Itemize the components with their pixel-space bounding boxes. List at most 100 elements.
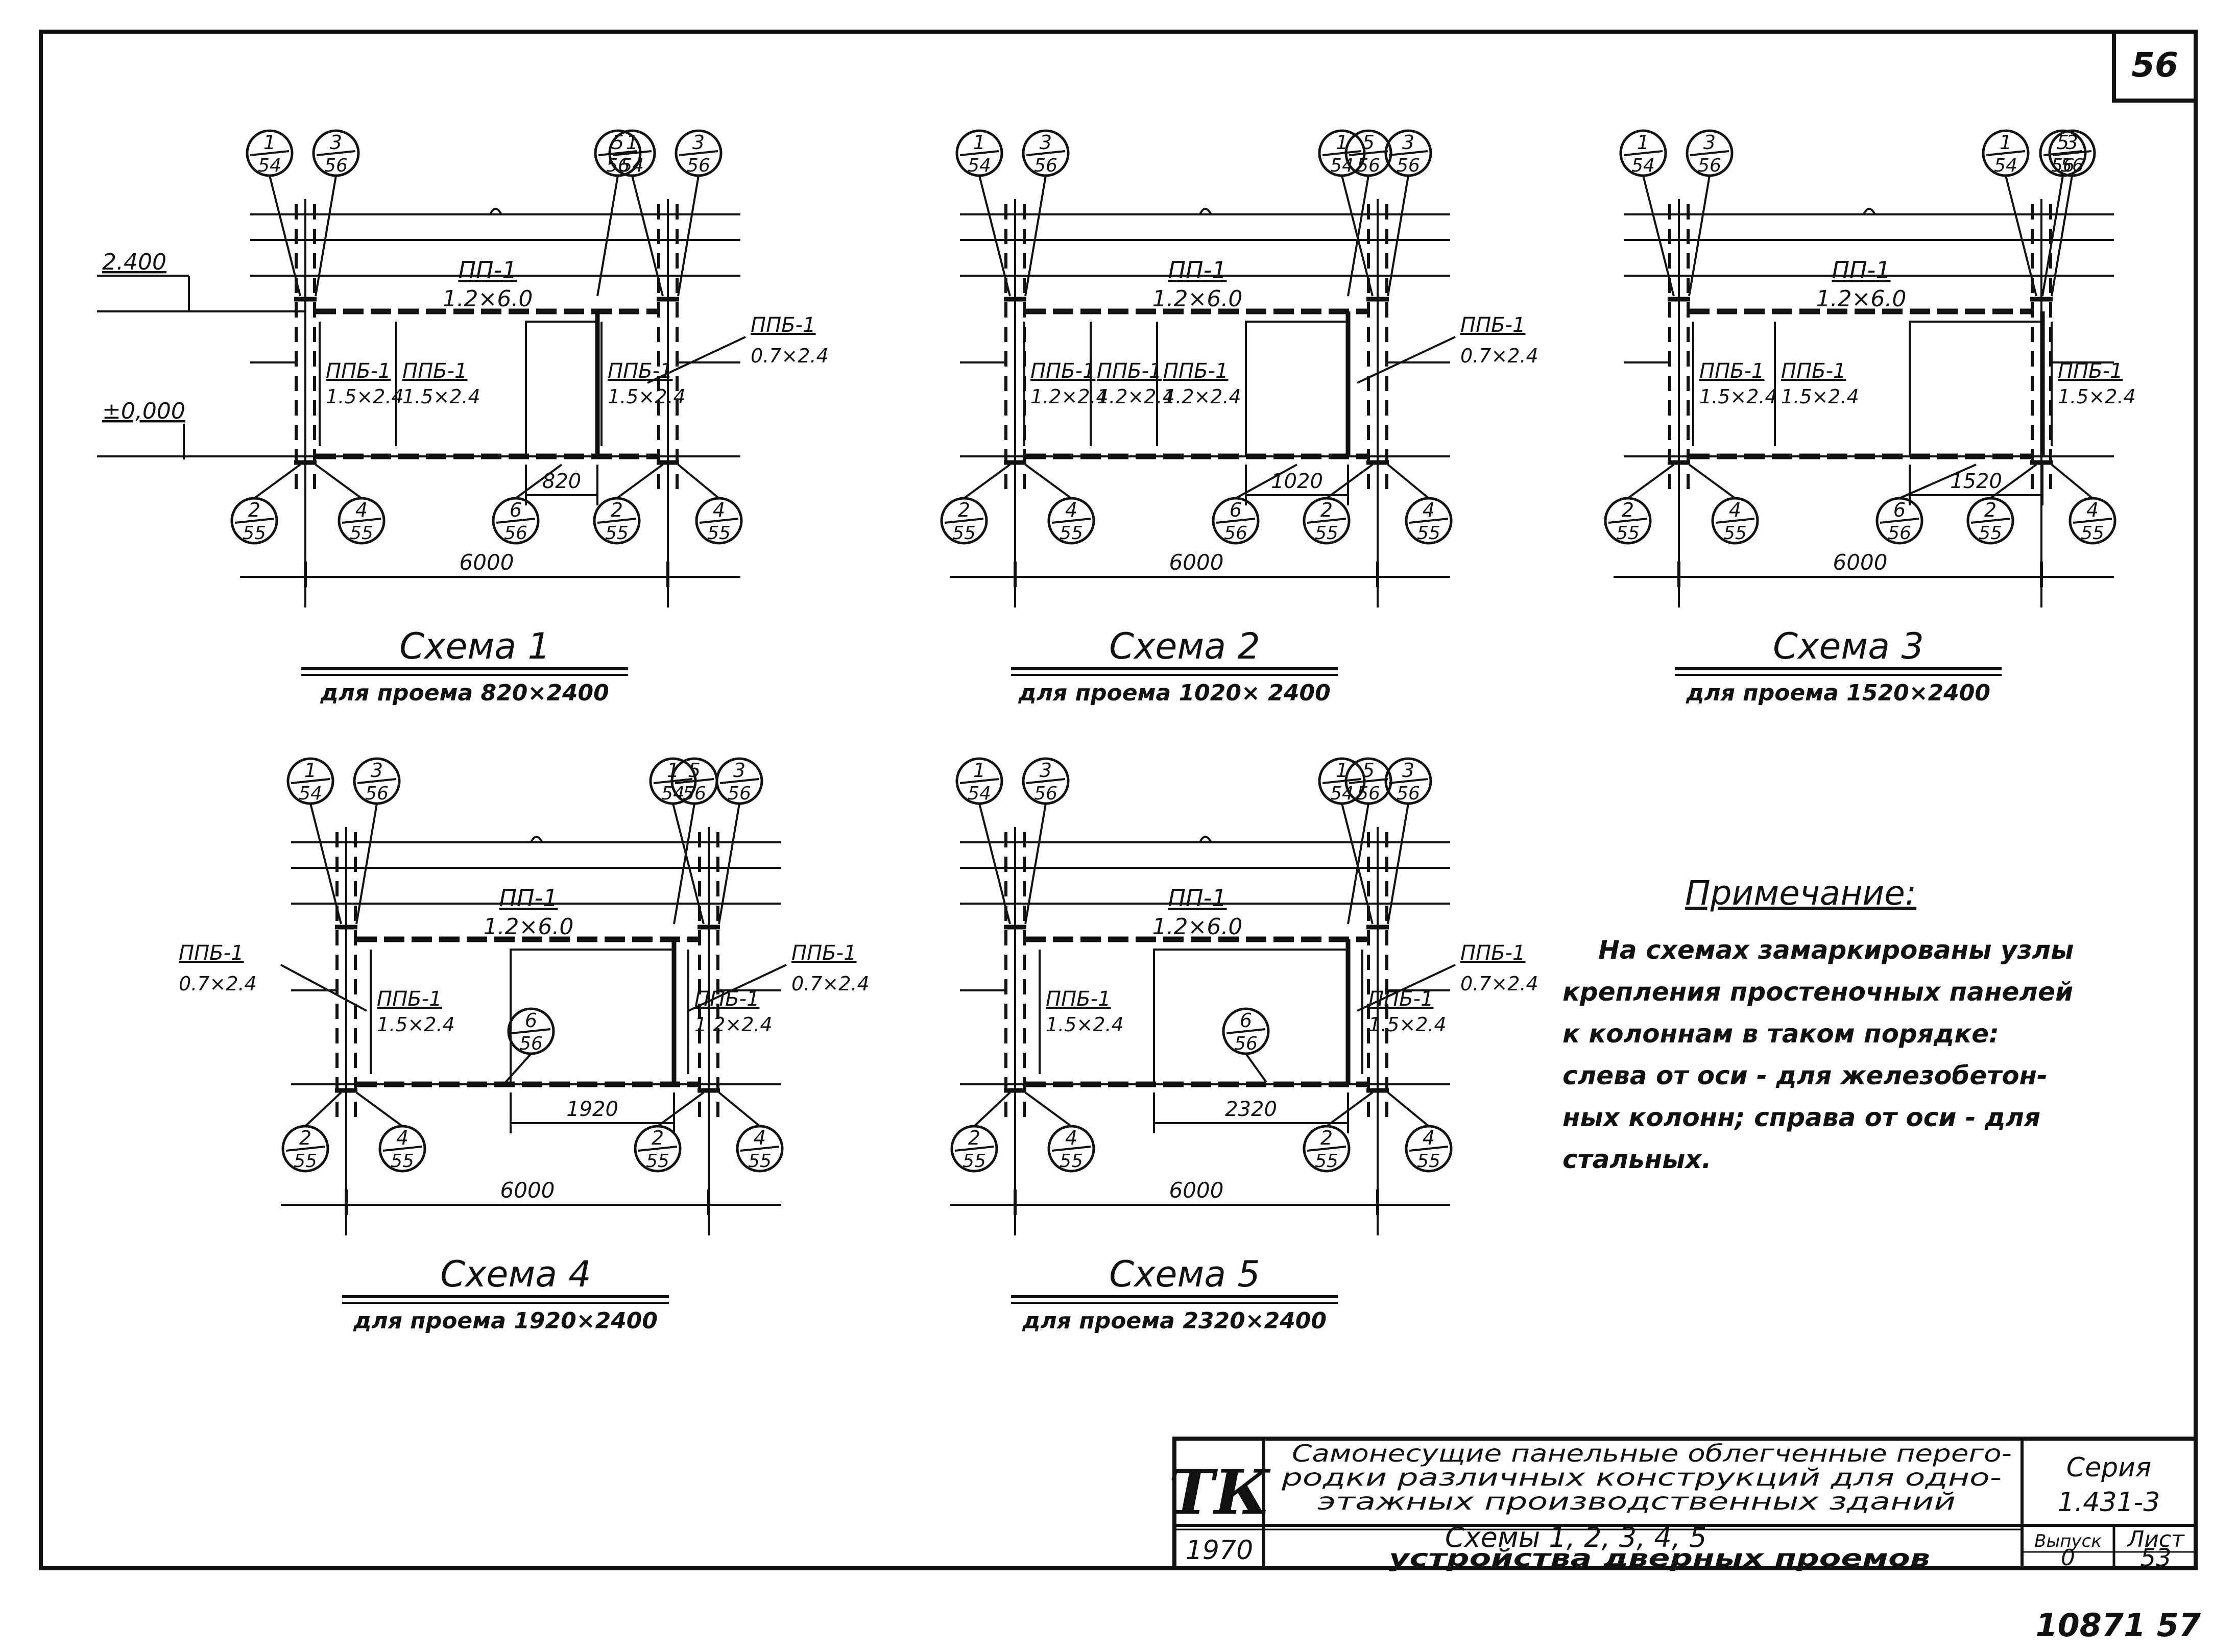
node-marker: 154: [1619, 129, 1667, 177]
node-sheet: 56: [1224, 523, 1247, 544]
leader-line: [978, 803, 1011, 925]
node-sheet: 55: [748, 1151, 772, 1172]
node-marker: 455: [338, 497, 386, 545]
side-panel-size: 0.7×2.4: [1460, 973, 1538, 995]
node-marker: 356: [1384, 757, 1432, 805]
year: 1970: [1186, 1535, 1253, 1566]
node-number: 4: [1423, 499, 1435, 521]
node-marker: 154: [246, 129, 294, 177]
side-panel-name: ППБ-1: [179, 941, 244, 965]
wall-panel-size: 1.5×2.4: [1781, 385, 1859, 408]
leader-line: [1357, 964, 1456, 1012]
issue-value: 0: [2061, 1545, 2075, 1571]
node-marker: 255: [950, 1125, 998, 1173]
node-marker: 255: [1604, 497, 1652, 545]
node-number: 6: [525, 1009, 537, 1032]
node-marker: 255: [1966, 497, 2014, 545]
scheme-title: Схема 5: [1109, 1253, 1260, 1295]
leader-line: [1326, 1091, 1374, 1127]
scheme-subtitle: для проема 1520×2400: [1686, 680, 1990, 706]
node-sheet: 56: [2060, 155, 2084, 176]
leader-line: [1688, 464, 1736, 499]
door-opening: [1245, 321, 1349, 457]
node-number: 2: [1622, 499, 1634, 521]
node-number: 4: [713, 499, 725, 521]
node-number: 4: [1065, 1127, 1077, 1149]
node-marker: 255: [230, 497, 278, 545]
elevation-top: 2.400: [102, 249, 166, 275]
node-number: 3: [2066, 131, 2078, 154]
node-number: 2: [299, 1127, 311, 1149]
leader-line: [1387, 464, 1430, 499]
node-number: 4: [396, 1127, 408, 1149]
leader-line: [2051, 464, 2094, 499]
node-marker: 356: [1686, 129, 1734, 177]
side-panel-name: ППБ-1: [751, 313, 815, 337]
scheme-title: Схема 3: [1773, 625, 1924, 667]
leader-line: [1024, 464, 1072, 499]
node-marker: 255: [940, 497, 988, 545]
node-number: 1: [304, 759, 317, 782]
wall-panel-size: 1.5×2.4: [1699, 385, 1777, 408]
node-sheet: 55: [605, 523, 629, 544]
leader-line: [596, 175, 619, 297]
leader-line: [973, 1091, 1011, 1127]
scheme-2: ПП-11.2×6.0ППБ-11.2×2.4ППБ-11.2×2.4ППБ-1…: [940, 129, 1538, 706]
node-sheet: 56: [1888, 523, 1911, 544]
leader-line: [515, 464, 563, 499]
node-number: 4: [2086, 499, 2099, 521]
node-marker: 255: [1303, 1125, 1351, 1173]
leader-line: [677, 464, 720, 499]
node-number: 6: [1240, 1009, 1252, 1032]
leader-line: [1642, 175, 1675, 297]
wall-panel-name: ППБ-1: [377, 987, 442, 1011]
side-panel-size: 0.7×2.4: [179, 973, 257, 995]
node-sheet: 56: [1698, 155, 1721, 176]
series-label: Серия: [2066, 1452, 2151, 1483]
sheet-title-line: Схемы 1, 2, 3, 4, 5: [1445, 1521, 1707, 1553]
elevation-bottom: ±0,000: [102, 398, 185, 424]
leader-line: [963, 464, 1011, 499]
scheme-3: ПП-11.2×6.0ППБ-11.5×2.4ППБ-11.5×2.4ППБ-1…: [1604, 129, 2136, 706]
node-marker: 656: [492, 497, 540, 545]
node-number: 3: [1040, 759, 1052, 782]
node-marker: 656: [1212, 497, 1260, 545]
node-marker: 455: [1405, 1125, 1453, 1173]
leader-line: [304, 1091, 342, 1127]
leader-line: [1688, 175, 1711, 297]
description-line: этажных производственных зданий: [1317, 1488, 1956, 1515]
logo-mark: ТК: [1169, 1456, 1271, 1528]
node-number: 3: [1703, 131, 1716, 154]
leader-line: [688, 964, 787, 1012]
top-panel-size: 1.2×6.0: [1152, 286, 1243, 312]
node-sheet: 56: [504, 523, 527, 544]
side-panel-name: ППБ-1: [791, 941, 856, 965]
scheme-subtitle: для проема 2320×2400: [1022, 1308, 1327, 1334]
page-number: 56: [2131, 45, 2178, 85]
node-marker: 356: [2048, 129, 2096, 177]
total-dimension: 6000: [460, 550, 514, 575]
node-number: 2: [1320, 499, 1333, 521]
series-value: 1.431-3: [2058, 1487, 2160, 1518]
wall-panel-name: ППБ-1: [402, 359, 467, 383]
scheme-subtitle: для проема 1920×2400: [353, 1308, 658, 1334]
leader-line: [657, 1091, 705, 1127]
leader-line: [677, 175, 700, 297]
leader-line: [280, 964, 367, 1012]
node-number: 3: [733, 759, 745, 782]
note-line: ных колонн; справа от оси - для: [1562, 1103, 2040, 1132]
total-dimension: 6000: [1833, 550, 1888, 575]
node-marker: 656: [1875, 497, 1923, 545]
leader-line: [355, 1091, 403, 1127]
node-sheet: 55: [1417, 1151, 1440, 1172]
top-panel-name: ПП-1: [1168, 256, 1226, 284]
node-sheet: 56: [519, 1033, 543, 1054]
node-marker: 255: [634, 1125, 682, 1173]
leader-line: [1627, 464, 1675, 499]
opening-dimension: 1020: [1271, 470, 1323, 493]
node-sheet: 56: [324, 155, 348, 176]
leader-line: [269, 175, 301, 297]
node-marker: 356: [1022, 129, 1070, 177]
leader-line: [616, 464, 664, 499]
opening-dimension: 1520: [1950, 470, 2002, 493]
